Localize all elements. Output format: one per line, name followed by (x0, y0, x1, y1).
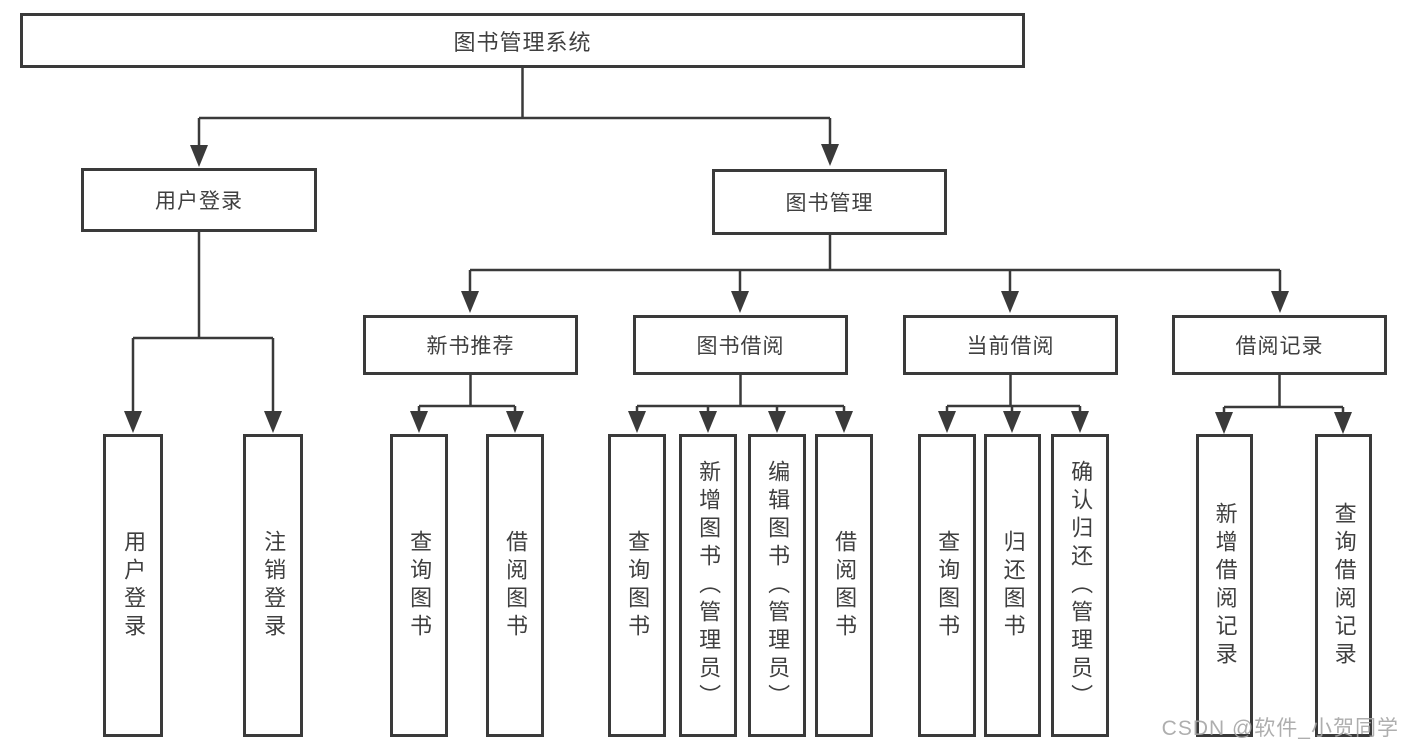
leaf-recommend-borrow-book: 借阅图书 (486, 434, 544, 737)
node-new-book-recommendation-label: 新书推荐 (426, 335, 515, 358)
node-user-login: 用户登录 (81, 168, 317, 232)
leaf-recommend-query-book: 查询图书 (390, 434, 448, 737)
leaf-current-confirm-return-admin-label: 确认归还（管理员） (1068, 459, 1094, 712)
leaf-records-query-record-label: 查询借阅记录 (1331, 501, 1357, 670)
leaf-current-query-book-label: 查询图书 (935, 529, 961, 642)
leaf-current-query-book: 查询图书 (918, 434, 976, 737)
leaf-current-return-book: 归还图书 (984, 434, 1041, 737)
leaf-records-query-record: 查询借阅记录 (1315, 434, 1372, 737)
leaf-current-return-book-label: 归还图书 (1000, 529, 1026, 642)
node-book-management-label: 图书管理 (785, 192, 874, 215)
node-user-login-label: 用户登录 (155, 190, 243, 213)
node-root-label: 图书管理系统 (453, 29, 592, 55)
leaf-borrow-borrow-book-label: 借阅图书 (832, 529, 858, 642)
leaf-borrow-edit-book-admin-label: 编辑图书（管理员） (765, 459, 791, 712)
leaf-borrow-edit-book-admin: 编辑图书（管理员） (748, 434, 806, 737)
node-root: 图书管理系统 (20, 13, 1025, 68)
leaf-recommend-borrow-book-label: 借阅图书 (503, 529, 529, 642)
node-book-borrowing: 图书借阅 (633, 315, 848, 375)
node-borrowing-records-label: 借阅记录 (1235, 335, 1324, 358)
node-book-management: 图书管理 (712, 169, 947, 235)
leaf-current-confirm-return-admin: 确认归还（管理员） (1051, 434, 1109, 737)
leaf-borrow-add-book-admin: 新增图书（管理员） (679, 434, 737, 737)
leaf-borrow-add-book-admin-label: 新增图书（管理员） (696, 459, 722, 712)
leaf-borrow-query-book: 查询图书 (608, 434, 666, 737)
node-book-borrowing-label: 图书借阅 (696, 335, 785, 358)
node-current-borrowing: 当前借阅 (903, 315, 1118, 375)
leaf-user-login-label: 用户登录 (121, 529, 147, 642)
watermark: CSDN @软件_小贺同学 (1161, 717, 1399, 740)
leaf-logout-label: 注销登录 (261, 529, 287, 642)
leaf-logout: 注销登录 (243, 434, 303, 737)
leaf-borrow-query-book-label: 查询图书 (625, 529, 651, 642)
leaf-recommend-query-book-label: 查询图书 (407, 529, 433, 642)
node-borrowing-records: 借阅记录 (1172, 315, 1387, 375)
leaf-records-add-record-label: 新增借阅记录 (1212, 501, 1238, 670)
node-new-book-recommendation: 新书推荐 (363, 315, 578, 375)
node-current-borrowing-label: 当前借阅 (966, 335, 1055, 358)
leaf-records-add-record: 新增借阅记录 (1196, 434, 1253, 737)
leaf-user-login: 用户登录 (103, 434, 163, 737)
leaf-borrow-borrow-book: 借阅图书 (815, 434, 873, 737)
